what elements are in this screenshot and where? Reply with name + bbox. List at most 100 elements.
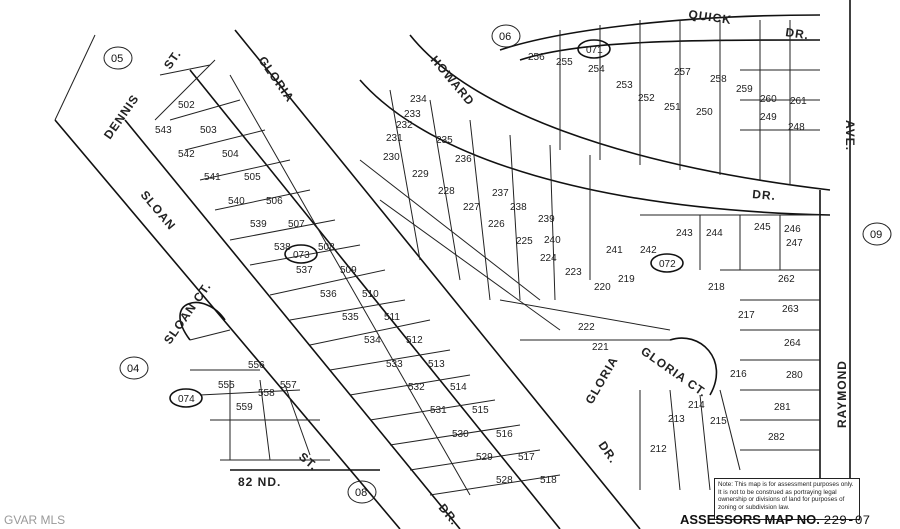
street-label-quick: QUICK <box>688 7 733 27</box>
parcel-lines <box>159 20 820 496</box>
lot-label: 509 <box>340 265 357 276</box>
lot-label: 227 <box>463 202 480 213</box>
lot-label: 518 <box>540 475 557 486</box>
lot-label: 510 <box>362 289 379 300</box>
lot-label: 231 <box>386 133 403 144</box>
lot-label: 555 <box>218 380 235 391</box>
parcel-group-071: 071 <box>586 45 603 56</box>
lot-label: 514 <box>450 382 467 393</box>
lot-label: 506 <box>266 196 283 207</box>
lot-label: 230 <box>383 152 400 163</box>
lot-label: 513 <box>428 359 445 370</box>
street-label-howard: HOWARD <box>428 53 478 108</box>
lot-label: 508 <box>318 242 335 253</box>
book-06: 06 <box>499 31 511 43</box>
lot-label: 261 <box>790 96 807 107</box>
lot-label: 217 <box>738 310 755 321</box>
lot-label: 263 <box>782 304 799 315</box>
lot-label: 511 <box>384 312 400 323</box>
lot-label: 255 <box>556 57 573 68</box>
lot-label: 251 <box>664 102 681 113</box>
lot-label: 236 <box>455 154 472 165</box>
lot-label: 259 <box>736 84 753 95</box>
lot-label: 249 <box>760 112 777 123</box>
lot-label: 541 <box>204 172 221 183</box>
lot-label: 512 <box>406 335 423 346</box>
lot-label: 281 <box>774 402 791 413</box>
lot-label: 254 <box>588 64 605 75</box>
lot-label: 234 <box>410 94 427 105</box>
street-label-82nd: 82 ND. <box>238 475 281 489</box>
lot-label: 507 <box>288 219 305 230</box>
lot-label: 248 <box>788 122 805 133</box>
street-lines <box>54 0 851 529</box>
lot-labels: 502 503 504 505 506 507 508 509 510 511 … <box>155 52 807 486</box>
street-label-gloria-upper: GLORIA <box>256 54 298 105</box>
lot-label: 250 <box>696 107 713 118</box>
lot-label: 536 <box>320 289 337 300</box>
lot-label: 215 <box>710 416 727 427</box>
street-label-dr-mid: DR. <box>752 187 777 203</box>
lot-label: 531 <box>430 405 447 416</box>
lot-label: 246 <box>784 224 801 235</box>
street-label-ave: AVE. <box>843 120 857 151</box>
book-08: 08 <box>355 487 367 499</box>
lot-label: 219 <box>618 274 635 285</box>
assessors-map-title: ASSESSORS MAP NO. 229-07 <box>680 512 870 528</box>
assessment-disclaimer-note: Note: This map is for assessment purpose… <box>714 478 860 520</box>
lot-label: 224 <box>540 253 557 264</box>
book-05: 05 <box>111 53 123 65</box>
lot-label: 505 <box>244 172 261 183</box>
lot-label: 229 <box>412 169 429 180</box>
lot-label: 223 <box>565 267 582 278</box>
map-number: 229-07 <box>823 513 871 528</box>
lot-label: 282 <box>768 432 785 443</box>
lot-label: 216 <box>730 369 747 380</box>
street-label-dennis-st: ST. <box>161 47 184 72</box>
lot-label: 242 <box>640 245 657 256</box>
lot-label: 517 <box>518 452 535 463</box>
lot-label: 247 <box>786 238 803 249</box>
lot-label: 243 <box>676 228 693 239</box>
lot-label: 228 <box>438 186 455 197</box>
lot-label: 241 <box>606 245 623 256</box>
lot-label: 258 <box>710 74 727 85</box>
parcel-group-073: 073 <box>293 250 310 261</box>
mls-watermark: GVAR MLS <box>4 513 66 527</box>
lot-label: 538 <box>274 242 291 253</box>
lot-label: 558 <box>258 388 275 399</box>
lot-label: 264 <box>784 338 801 349</box>
lot-label: 256 <box>528 52 545 63</box>
lot-label: 540 <box>228 196 245 207</box>
book-09: 09 <box>870 229 882 241</box>
lot-label: 237 <box>492 188 509 199</box>
lot-label: 559 <box>236 402 253 413</box>
lot-label: 537 <box>296 265 313 276</box>
lot-label: 221 <box>592 342 609 353</box>
lot-label: 214 <box>688 400 705 411</box>
lot-label: 503 <box>200 125 217 136</box>
book-04: 04 <box>127 363 139 375</box>
lot-label: 238 <box>510 202 527 213</box>
lot-label: 232 <box>396 120 413 131</box>
note-text: Note: This map is for assessment purpose… <box>718 481 854 511</box>
lot-label: 533 <box>386 359 403 370</box>
lot-label: 220 <box>594 282 611 293</box>
lot-label: 528 <box>496 475 513 486</box>
lot-label: 244 <box>706 228 723 239</box>
lot-label: 556 <box>248 360 265 371</box>
lot-label: 515 <box>472 405 489 416</box>
book-markers: 05 06 04 08 09 <box>103 24 892 504</box>
lot-label: 532 <box>408 382 425 393</box>
street-label-gloria-ct: GLORIA CT. <box>638 344 710 400</box>
lot-label: 226 <box>488 219 505 230</box>
lot-label: 502 <box>178 100 195 111</box>
lot-label: 239 <box>538 214 555 225</box>
footer-title-label: ASSESSORS MAP NO. <box>680 512 820 527</box>
lot-label: 260 <box>760 94 777 105</box>
lot-label: 222 <box>578 322 595 333</box>
lot-label: 253 <box>616 80 633 91</box>
street-label-gloria-lower-dr: DR. <box>596 439 621 466</box>
lot-label: 257 <box>674 67 691 78</box>
